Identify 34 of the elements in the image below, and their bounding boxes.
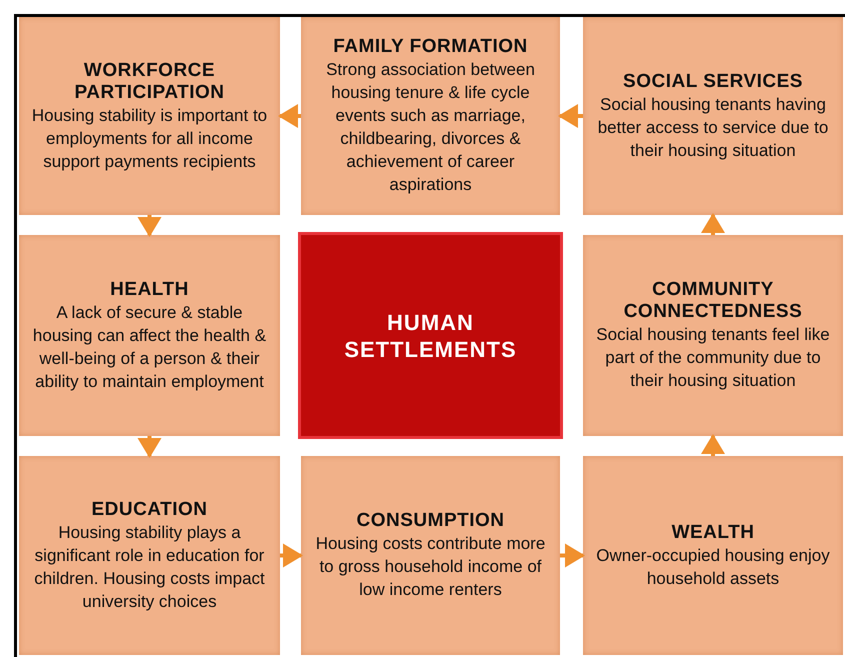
node-heading: CONSUMPTION — [356, 510, 504, 532]
topic-box — [583, 456, 843, 655]
node-description: Social housing tenants feel like part of the community due to their housing situation — [595, 324, 831, 392]
node-heading: SOCIAL SERVICES — [623, 70, 803, 92]
node-description: Owner-occupied housing enjoy household assets — [595, 544, 831, 590]
node-heading: FAMILY FORMATION — [333, 36, 528, 58]
node-description: Strong association between housing tenure & life cycle events such as marriage, childbearing, divorces & achievement of career aspirations — [325, 59, 536, 196]
chevron-arrow — [138, 215, 162, 237]
topic-box — [583, 235, 843, 436]
node-heading: EDUCATION — [91, 498, 208, 520]
topic-box — [19, 235, 280, 436]
topic-box — [583, 17, 843, 215]
hub-box — [301, 235, 560, 436]
node-heading: WORKFORCE PARTICIPATION — [73, 60, 226, 104]
topic-box — [301, 17, 560, 215]
chevron-arrow — [278, 104, 301, 128]
chevron-arrow — [560, 544, 585, 568]
node-description: Housing costs contribute more to gross household income of low income renters — [314, 533, 546, 601]
node-heading: WEALTH — [672, 522, 754, 544]
chevron-arrow — [558, 104, 583, 128]
node-heading: HEALTH — [110, 278, 189, 300]
node-description: A lack of secure & stable housing can affect the health & well-being of a person & their ability to maintain employment — [32, 302, 268, 392]
node-heading: COMMUNITY CONNECTEDNESS — [622, 279, 804, 323]
chevron-arrow — [701, 213, 725, 235]
topic-box — [301, 456, 560, 655]
chevron-arrow — [280, 544, 303, 568]
node-description: Housing stability plays a significant role in education for children. Housing costs impact university choices — [33, 522, 266, 612]
node-heading: HUMAN SETTLEMENTS — [343, 308, 518, 362]
topic-box — [19, 456, 280, 655]
topic-box — [19, 17, 280, 215]
chevron-arrow — [701, 434, 725, 456]
chevron-arrow — [138, 436, 162, 458]
node-description: Social housing tenants having better access to service due to their housing situation — [596, 94, 830, 162]
node-description: Housing stability is important to employments for all income support payments recipients — [30, 104, 268, 172]
